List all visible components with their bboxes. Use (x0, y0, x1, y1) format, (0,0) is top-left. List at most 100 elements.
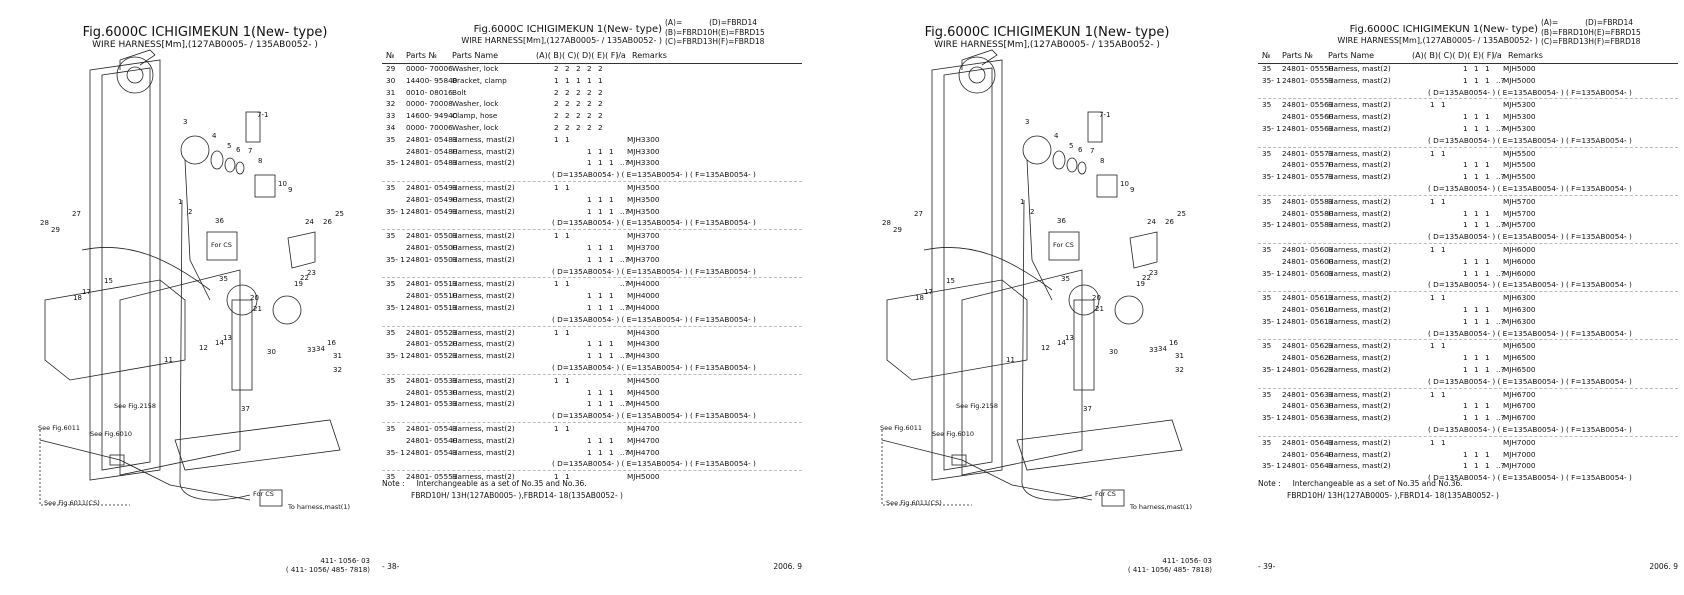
cell-remarks: MJH6700 (1503, 389, 1536, 399)
cell-qty: 1 (1485, 112, 1490, 122)
cell-qty: 2 (587, 64, 592, 73)
cell-qty: 1 (565, 327, 570, 337)
washer-4 (1052, 150, 1066, 170)
pulley-3 (1022, 135, 1052, 165)
cell-qty: 1 (598, 339, 603, 349)
cell-qty: 1 (576, 75, 581, 85)
cell-remarks: MJH4000 (627, 279, 660, 289)
cell-qty: 1 (565, 182, 570, 192)
legend-f: (F)=FBRD18 (718, 37, 765, 46)
cell-qty: 2 (576, 64, 581, 73)
cell-qty: 1 (1441, 437, 1446, 447)
cell-part-number: 24801- 05541 (406, 423, 458, 433)
cylinder-sheave (226, 284, 258, 316)
cell-part-name: Harness, mast(2) (452, 254, 515, 264)
cell-qty: 1 (554, 182, 559, 192)
washer-6 (1077, 161, 1087, 175)
legend-a: (A)= (1541, 18, 1559, 27)
callout-5: 5 (1069, 142, 1073, 150)
cell-qty: 1 (587, 194, 592, 204)
callout-23: 23 (1149, 269, 1158, 277)
cell-part-name: Harness, mast(2) (1328, 208, 1391, 218)
callout-24: 24 (1147, 218, 1156, 226)
page-date: 2006. 9 (773, 562, 802, 571)
cell-qty: 1 (1485, 123, 1490, 133)
cell-remarks: MJH6300 (1503, 316, 1536, 326)
cell-remarks: MJH6300 (1503, 293, 1536, 303)
cell-part-number: 24801- 05621 (1282, 341, 1334, 351)
cell-qty: 1 (598, 254, 603, 264)
cell-no: 32 (386, 99, 396, 109)
cell-qty: 1 (1474, 304, 1479, 314)
bolt-7-1 (1087, 111, 1103, 143)
cell-part-number: 24801- 05551 (406, 472, 458, 482)
cell-qty: 1 (598, 387, 603, 397)
callout-33: 33 (307, 346, 316, 354)
cell-part-number: 24801- 05611 (1282, 293, 1334, 303)
cell-qty: 1 (1485, 413, 1490, 423)
cell-part-name: Harness, mast(2) (452, 399, 515, 409)
callout-27: 27 (72, 210, 81, 218)
cell-qty: 1 (1485, 220, 1490, 230)
ref-label-see-2158: See Fig.2158 (114, 402, 156, 410)
cell-qty: 1 (1441, 196, 1446, 206)
callout-2: 2 (1030, 208, 1034, 216)
table-title: Fig.6000C ICHIGIMEKUN 1(New- type) (1350, 24, 1538, 35)
legend-e: (E)=FBRD15 (717, 27, 765, 37)
bracket-8 (1096, 174, 1118, 198)
cell-part-number: 24801- 05561 (1282, 100, 1334, 110)
serial-range-text: ( D=135AB0054- ) ( E=135AB0054- ) ( F=13… (552, 362, 756, 372)
callout-16: 16 (327, 339, 336, 347)
callout-18: 18 (915, 294, 924, 302)
cell-no: 30 (386, 75, 396, 85)
cell-part-name: Harness, mast(2) (1328, 293, 1391, 303)
callout-37: 37 (241, 405, 250, 413)
callout-24: 24 (305, 218, 314, 226)
serial-range-text: ( D=135AB0054- ) ( E=135AB0054- ) ( F=13… (1428, 232, 1632, 242)
cell-no: 35- 1 (1262, 461, 1281, 471)
cell-part-name: Harness, mast(2) (452, 375, 515, 385)
cell-qty: 1 (554, 75, 559, 85)
cell-part-name: Harness, mast(2) (1328, 100, 1391, 110)
drawing-reference: ( 411- 1056/ 485- 7818) (1127, 566, 1212, 574)
cell-part-name: Harness, mast(2) (1328, 123, 1391, 133)
cell-ia: ..? (620, 279, 629, 289)
cell-part-name: Harness, mast(2) (1328, 268, 1391, 278)
callout-14: 14 (1057, 339, 1066, 347)
cell-part-name: Harness, mast(2) (1328, 413, 1391, 423)
callout-5: 5 (227, 142, 231, 150)
sheave-4 (1114, 295, 1144, 325)
callout-1: 1 (1020, 198, 1024, 206)
serial-range-text: ( D=135AB0054- ) ( E=135AB0054- ) ( F=13… (1428, 280, 1632, 290)
ref-label-see-6011: See Fig.6011 (38, 424, 80, 432)
cell-remarks: MJH4300 (627, 327, 660, 337)
callout-6: 6 (236, 146, 241, 154)
callout-13: 13 (223, 334, 232, 342)
cell-no: 35 (386, 134, 396, 144)
callout-3: 3 (1025, 118, 1029, 126)
washer-5 (1066, 157, 1078, 173)
callout-1: 1 (178, 198, 182, 206)
cell-qty: 2 (598, 64, 603, 73)
cell-part-name: Harness, mast(2) (1328, 220, 1391, 230)
cell-no: 35 (386, 423, 396, 433)
diagram-left: Fig.6000C ICHIGIMEKUN 1(New- type) WIRE … (10, 0, 400, 595)
table-subtitle: WIRE HARNESS[Mm],(127AB0005- / 135AB0052… (1337, 36, 1538, 45)
callout-35: 35 (219, 275, 228, 283)
bracket-24 (287, 231, 316, 269)
cell-qty: 1 (1485, 172, 1490, 182)
cell-qty: 2 (587, 122, 592, 132)
cell-remarks: MJH5500 (1503, 160, 1536, 170)
cell-part-name: Harness, mast(2) (1328, 401, 1391, 411)
callout-21: 21 (253, 305, 262, 313)
